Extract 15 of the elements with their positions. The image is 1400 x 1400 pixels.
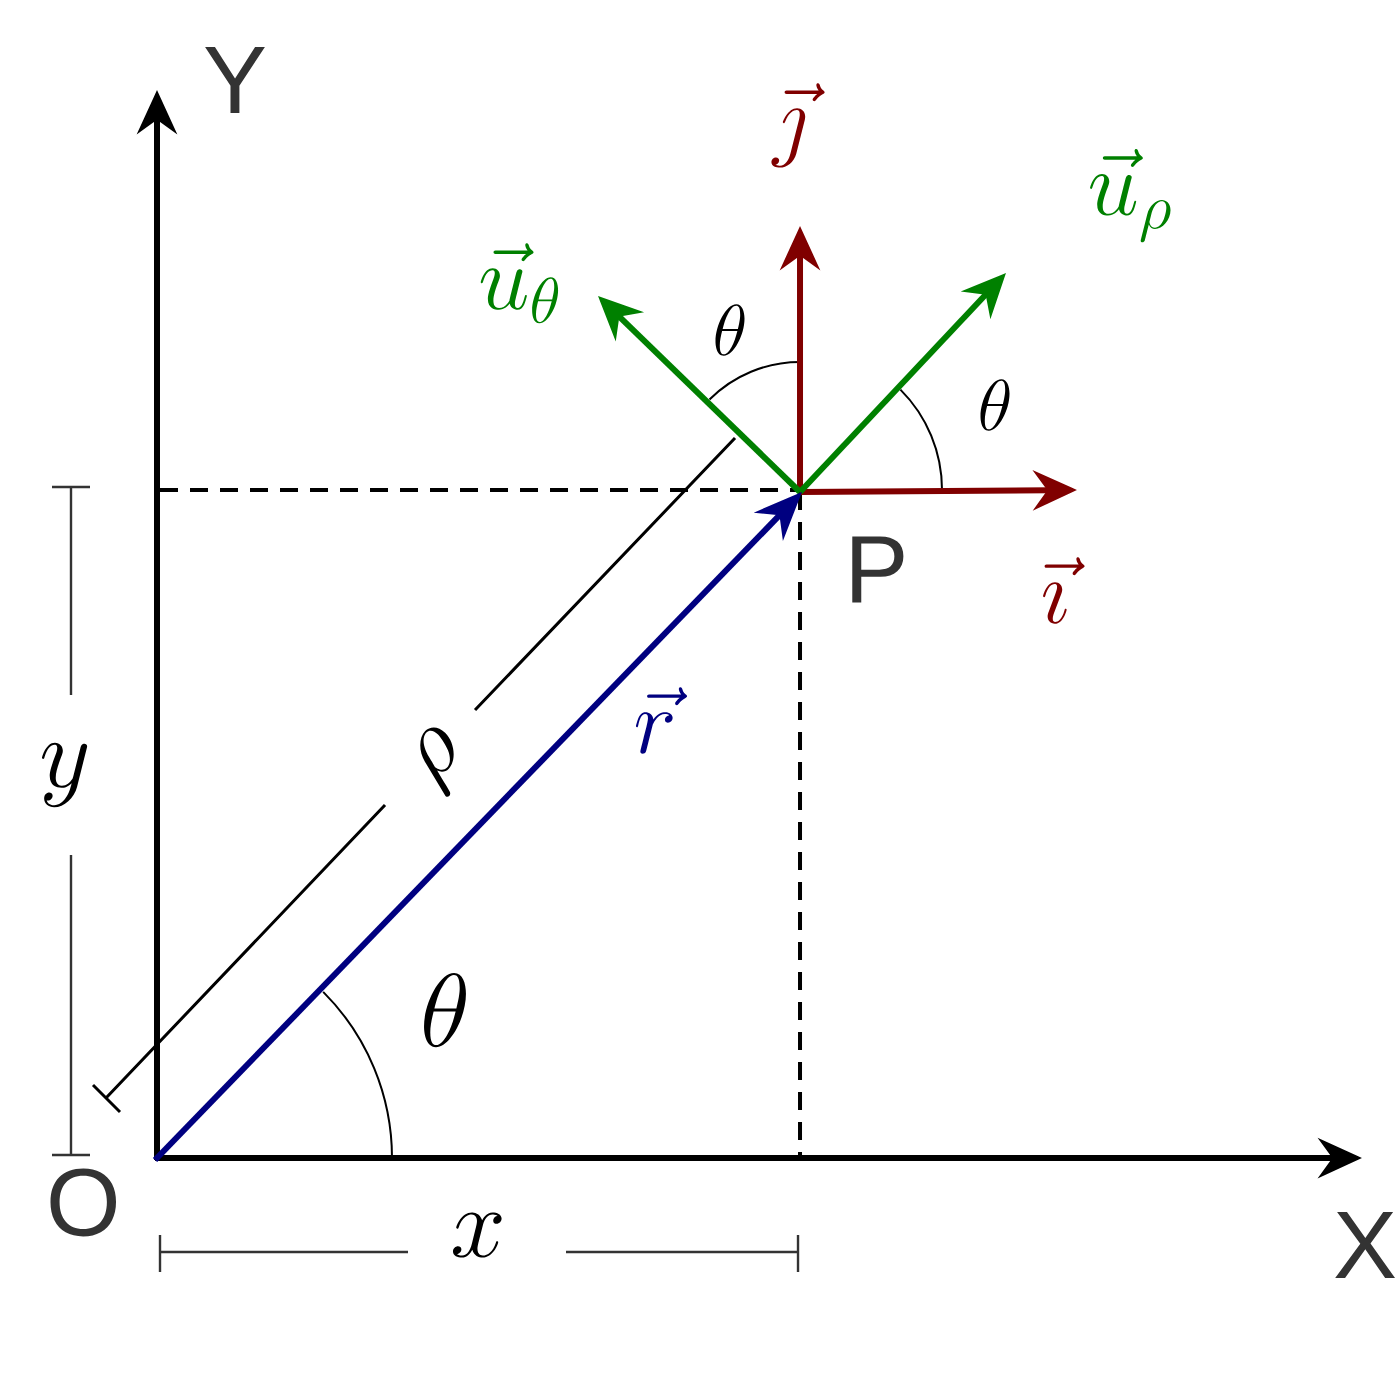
math-label: $\theta$: [715, 304, 745, 356]
math-label: $\vec{u}_\theta$: [480, 243, 559, 324]
math-label: $x$: [453, 1212, 502, 1258]
math-label: $\vec{\jmath}$: [771, 83, 825, 168]
math-label: $\rho$: [420, 727, 454, 797]
axis-label: Y: [205, 46, 265, 113]
math-label: $\theta$: [424, 972, 466, 1048]
point-label: P: [852, 536, 904, 603]
math-label: $\vec{u}_\rho$: [1090, 149, 1171, 243]
axis-label: X: [1335, 1212, 1395, 1279]
math-label: $\theta$: [980, 379, 1010, 431]
edge-label: $\vec{r}$: [635, 687, 688, 754]
math-label: $\vec{\imath}$: [1043, 557, 1085, 624]
point-label: O: [50, 1168, 116, 1237]
math-label: $y$: [42, 742, 88, 808]
